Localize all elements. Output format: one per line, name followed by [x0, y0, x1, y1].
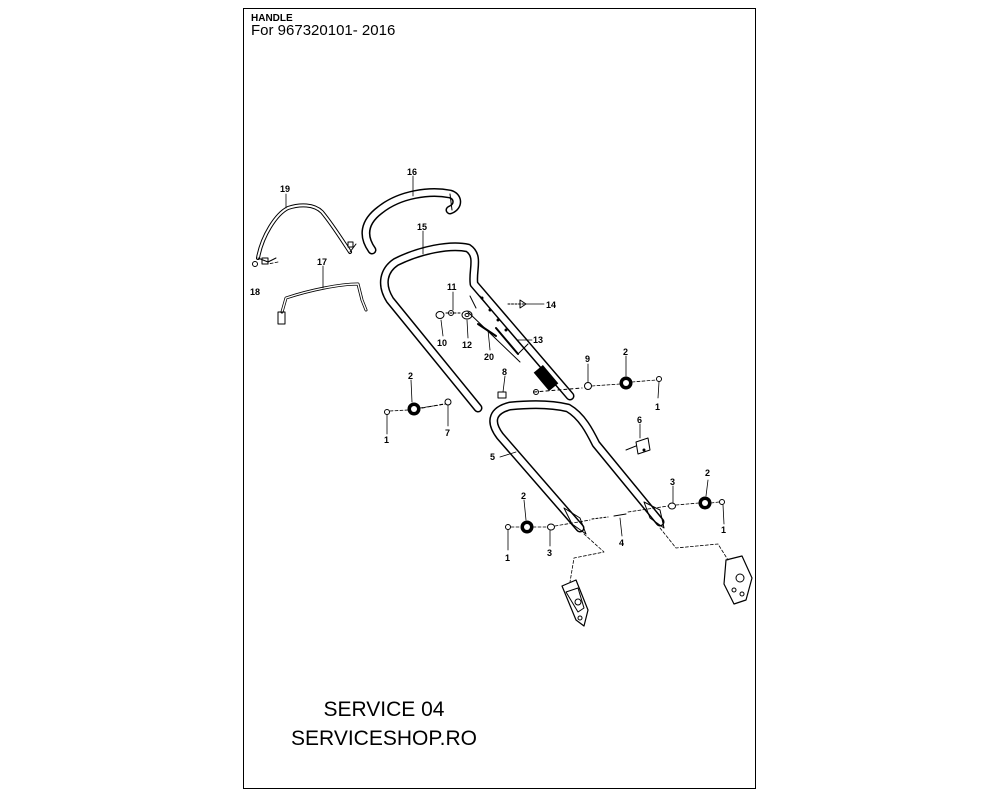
callout-17: 17	[317, 257, 327, 267]
callout-1: 1	[384, 435, 389, 445]
callout-4: 4	[619, 538, 624, 548]
part-2-knob	[520, 520, 534, 534]
part-19-bail	[256, 203, 357, 265]
callout-5: 5	[490, 452, 495, 462]
part-1-nut	[384, 409, 390, 415]
part-8-screw	[497, 391, 507, 399]
part-4-bolt	[591, 513, 627, 520]
callout-16: 16	[407, 167, 417, 177]
footer-service-label: SERVICE 04	[323, 698, 445, 721]
part-3-washer	[668, 502, 676, 510]
part-6-clip	[625, 437, 651, 455]
part-20-cable	[467, 295, 521, 363]
part-16-handle-grip	[361, 188, 462, 255]
footer-shop-label: SERVICESHOP.RO	[291, 727, 477, 750]
part-1-nut	[656, 376, 662, 382]
part-13-cable-lever	[495, 327, 529, 355]
callout-11: 11	[447, 282, 457, 292]
diagram-title: HANDLE	[251, 13, 293, 24]
callout-14: 14	[546, 300, 556, 310]
part-3-washer	[547, 523, 555, 531]
callout-20: 20	[484, 352, 494, 362]
callout-2: 2	[408, 371, 413, 381]
part-11-screw	[445, 310, 463, 316]
callout-6: 6	[637, 415, 642, 425]
part-15-upper-handle	[379, 242, 575, 413]
callout-15: 15	[417, 222, 427, 232]
part-2-knob	[619, 376, 633, 390]
callout-1: 1	[655, 402, 660, 412]
callout-19: 19	[280, 184, 290, 194]
left-mounting-bracket	[561, 579, 589, 627]
callout-2: 2	[521, 491, 526, 501]
callout-9: 9	[585, 354, 590, 364]
drawing-frame	[243, 8, 756, 789]
callout-1: 1	[721, 525, 726, 535]
part-9-nut	[533, 382, 592, 395]
part-5-lower-handle	[489, 400, 665, 535]
callout-10: 10	[437, 338, 447, 348]
part-1-nut	[505, 524, 511, 530]
part-18-screw	[252, 261, 258, 267]
callout-8: 8	[502, 367, 507, 377]
callout-13: 13	[533, 335, 543, 345]
leader-lines	[285, 175, 725, 551]
callout-2: 2	[705, 468, 710, 478]
part-2-knob	[698, 496, 712, 510]
callout-12: 12	[462, 340, 472, 350]
callout-1: 1	[505, 553, 510, 563]
callout-18: 18	[250, 287, 260, 297]
callout-2: 2	[623, 347, 628, 357]
right-mounting-bracket	[723, 555, 753, 605]
part-2-knob	[407, 402, 421, 416]
part-12-bushing	[461, 310, 473, 320]
part-1-nut	[719, 499, 725, 505]
part-10-washer	[435, 311, 445, 319]
callout-labels: 1 1 1 1 2 2 2 2 3 3 4 5 6 7 8 9 10 11 12…	[250, 167, 726, 563]
diagram-subtitle: For 967320101- 2016	[251, 22, 396, 39]
part-17-cable-bar	[277, 282, 368, 325]
callout-3: 3	[670, 477, 675, 487]
callout-7: 7	[445, 428, 450, 438]
assembly-lines	[267, 261, 729, 583]
callout-3: 3	[547, 548, 552, 558]
part-14-screw	[507, 299, 527, 309]
